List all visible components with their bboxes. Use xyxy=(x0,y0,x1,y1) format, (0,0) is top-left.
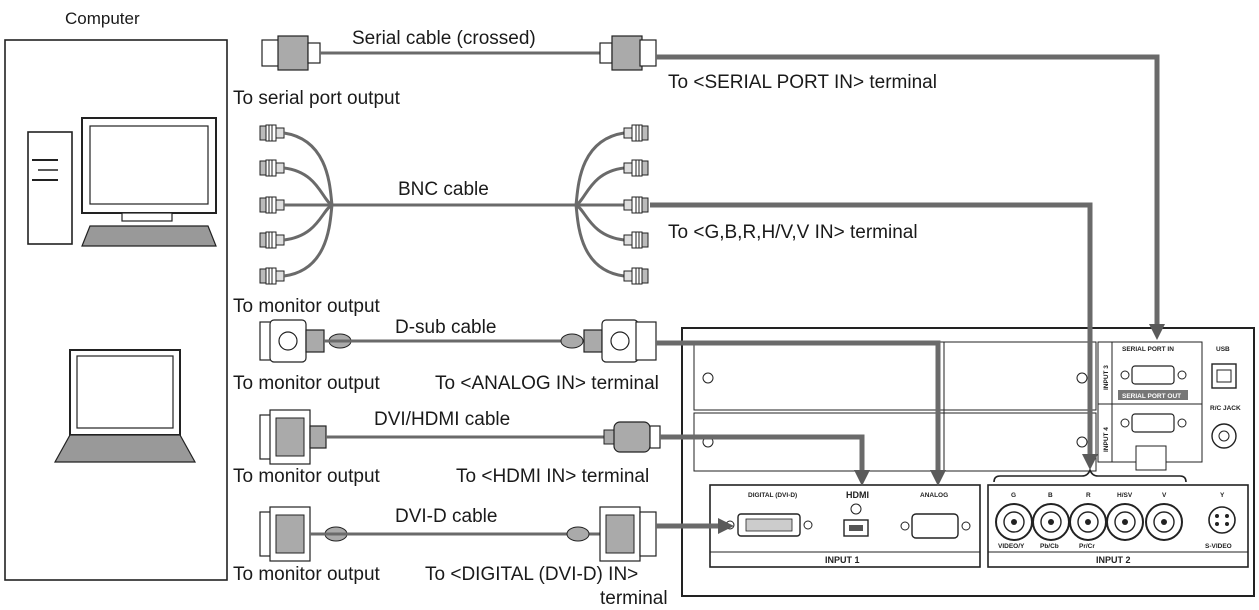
dsub-cable-label: D-sub cable xyxy=(395,317,496,338)
v-label: V xyxy=(1162,492,1167,499)
dvihdmi-source-label: To monitor output xyxy=(233,466,381,487)
dvihdmi-cable-label: DVI/HDMI cable xyxy=(374,409,510,430)
dvid-cable xyxy=(259,506,657,562)
desktop-computer-icon xyxy=(27,117,217,247)
bnc-source-label: To monitor output xyxy=(233,296,381,317)
input1-label: INPUT 1 xyxy=(825,555,860,565)
dvihdmi-target-label: To <HDMI IN> terminal xyxy=(456,466,649,487)
bnc-cable-label: BNC cable xyxy=(398,179,489,200)
y-label: Y xyxy=(1220,492,1225,499)
video-y-label: VIDEO/Y xyxy=(998,543,1025,550)
serial-source-label: To serial port output xyxy=(233,88,401,109)
serial-out-label: SERIAL PORT OUT xyxy=(1122,393,1181,400)
dvid-target-label-1: To <DIGITAL (DVI-D) IN> xyxy=(425,564,638,585)
dsub-target-label: To <ANALOG IN> terminal xyxy=(435,373,659,394)
laptop-icon xyxy=(53,349,197,463)
dvid-target-label-2: terminal xyxy=(600,588,668,609)
svideo-label: S-VIDEO xyxy=(1205,543,1232,550)
dvid-cable-label: DVI-D cable xyxy=(395,506,497,527)
pr-cr-label: Pr/Cr xyxy=(1079,543,1095,550)
dvi-d-port-label: DIGITAL (DVI-D) xyxy=(748,492,797,499)
g-label: G xyxy=(1011,492,1016,499)
analog-port-label: ANALOG xyxy=(920,492,948,499)
serial-in-port xyxy=(1131,365,1175,385)
hdmi-route xyxy=(660,434,871,487)
dvid-source-label: To monitor output xyxy=(233,564,381,585)
bnc-ports xyxy=(995,503,1183,541)
serial-target-label: To <SERIAL PORT IN> terminal xyxy=(668,72,937,93)
serial-out-port xyxy=(1131,413,1175,433)
rc-jack-label: R/C JACK xyxy=(1210,405,1241,412)
usb-label: USB xyxy=(1216,346,1230,353)
serial-in-label: SERIAL PORT IN xyxy=(1122,346,1174,353)
input3-label: INPUT 3 xyxy=(1103,365,1110,390)
r-label: R xyxy=(1086,492,1091,499)
serial-cable xyxy=(261,35,657,71)
hdmi-port-label: HDMI xyxy=(846,490,869,500)
bnc-target-label: To <G,B,R,H/V,V IN> terminal xyxy=(668,222,918,243)
dsub-cable xyxy=(259,319,657,363)
input2-label: INPUT 2 xyxy=(1096,555,1131,565)
dsub-source-label: To monitor output xyxy=(233,373,381,394)
b-label: B xyxy=(1048,492,1053,499)
bnc-route xyxy=(650,202,1099,471)
serial-cable-label: Serial cable (crossed) xyxy=(352,28,536,49)
s-video-port xyxy=(1208,506,1236,534)
input4-label: INPUT 4 xyxy=(1103,427,1110,452)
analog-port xyxy=(911,513,959,539)
serial-route xyxy=(656,54,1166,341)
computer-title: Computer xyxy=(65,9,140,28)
pb-cb-label: Pb/Cb xyxy=(1040,543,1059,550)
bnc-cable xyxy=(259,124,649,285)
hv-label: H/SV xyxy=(1117,492,1133,499)
dsub-route xyxy=(656,340,947,487)
dvi-hdmi-cable xyxy=(259,409,661,465)
projector-panel: INPUT 3 INPUT 4 SERIAL PORT IN SERIAL PO… xyxy=(681,327,1255,597)
